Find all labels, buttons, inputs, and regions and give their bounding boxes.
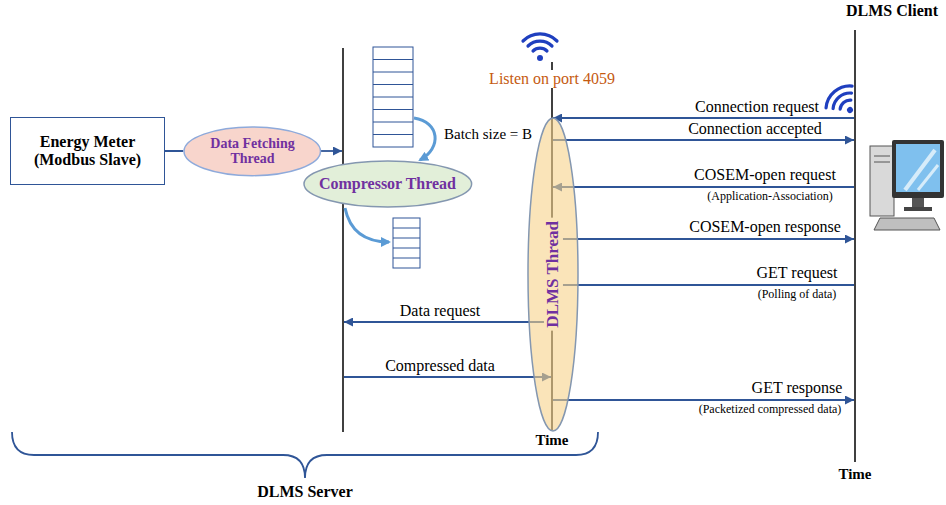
message-label: Connection accepted [686,120,824,138]
batch-queue [373,122,413,123]
computer-icon [870,140,944,230]
device-box: Energy Meter (Modbus Slave) [10,117,165,185]
message-label: GET response [750,379,845,397]
message-label: COSEM-open request [692,166,838,184]
message-label: Connection request [693,98,821,116]
message-sublabel: (Polling of data) [756,288,839,301]
batch-note: Batch size = B [442,126,534,143]
wifi-icon [528,41,552,46]
data-flow-line [165,150,183,152]
message-sublabel: (Packetized compressed data) [697,403,844,416]
computer-icon [870,146,894,216]
wifi-icon [537,55,543,61]
time-axis-label: Time [533,432,570,449]
client-lifeline [854,30,856,462]
wifi-icon [523,34,557,61]
batch-queue [373,109,413,110]
batch-queue [373,84,413,85]
thread-ellipse: DLMS Thread [527,117,579,432]
compressed-queue [393,218,420,268]
wifi-icon [533,48,547,51]
ellipse-outline [304,161,472,207]
compressed-queue [393,228,420,229]
client-title: DLMS Client [844,2,940,20]
computer-icon [874,162,890,163]
computer-icon [874,156,890,157]
message-sublabel: (Application-Association) [705,190,834,203]
computer-icon [874,218,940,230]
computer-icon [892,140,944,198]
compressed-queue [393,238,420,239]
computer-icon [905,150,935,190]
wifi-icon [846,106,854,114]
message-label: Compressed data [383,357,497,375]
queue-flow-arrow [345,208,389,242]
message-arrow [344,118,854,400]
computer-icon [896,144,940,192]
server-lifeline [342,48,344,432]
modbus-data-arrow [320,150,342,152]
port-note: Listen on port 4059 [487,70,617,88]
message-arrow [553,284,854,286]
compressed-queue [393,248,420,249]
wifi-icon [822,81,865,124]
batch-queue [373,72,413,73]
wifi-icon [822,81,853,108]
computer-icon [904,207,932,211]
message-arrow [553,139,854,141]
computer-icon [918,165,938,190]
node-text: DLMS Thread [544,218,563,331]
compressed-queue [393,218,420,268]
time-axis-label: Time [836,466,873,483]
batch-queue [373,134,413,135]
lifelines [343,30,855,462]
queue-flow-arrow [414,118,435,160]
thread-ellipse: Compressor Thread [303,160,473,208]
batch-queue [373,47,413,147]
compressed-queue [393,258,420,259]
message-arrow [344,376,551,378]
batch-queue [373,47,413,147]
message-arrow [553,238,854,240]
message-label: GET request [754,264,839,282]
ellipse-outline [528,118,578,431]
message-label: COSEM-open response [687,218,843,236]
node-text: Data Fetching Thread [198,136,308,167]
server-title: DLMS Server [255,483,355,501]
wifi-icon [523,34,557,41]
computer-icon [912,198,924,208]
message-label: Data request [398,302,482,320]
batch-queue [373,97,413,98]
node-text: Compressor Thread [319,175,456,193]
message-arrow [553,117,854,119]
ellipse-outline [184,127,321,176]
node-text: Energy Meter (Modbus Slave) [20,133,155,168]
message-arrow [553,186,854,188]
thread-ellipse: Data Fetching Thread [183,126,322,177]
message-arrow [344,321,551,323]
message-arrow [553,399,854,401]
batch-queue [373,59,413,60]
server-brace [12,432,598,478]
wifi-icon [838,98,851,109]
